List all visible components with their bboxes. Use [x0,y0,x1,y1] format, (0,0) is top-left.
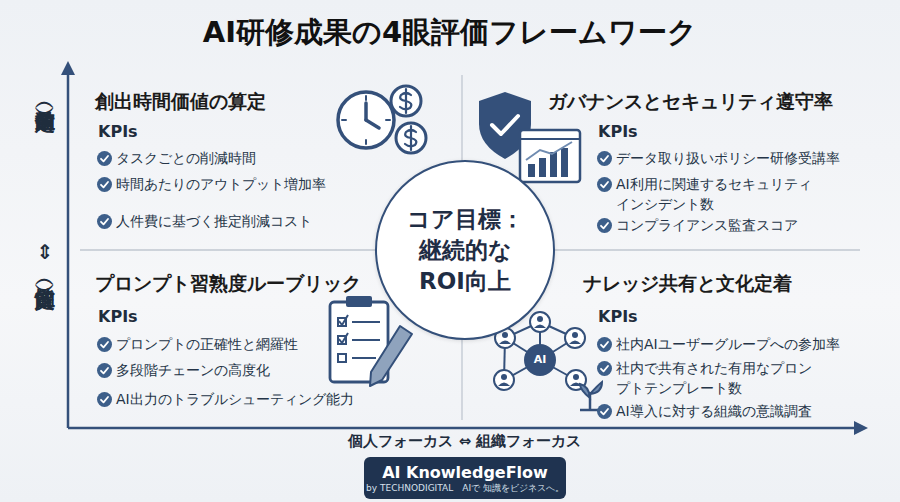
kpi-bullet: プロンプトの正確性と網羅性 [116,334,376,354]
quadrant-dividers [80,75,860,420]
kpi-bullet: データ取り扱いポリシー研修受講率 [616,148,856,168]
quadrant-heading: ナレッジ共有と文化定着 [583,272,792,294]
brand-tagline: by TECHNODIGITAL AIで 知識をビジネスへ。 [366,482,564,494]
kpi-label: KPIs [598,122,638,142]
check-icon [97,151,112,166]
icon-text: AI [526,353,554,367]
kpi-bullet: 社内で共有された有用なプロン プトテンプレート数 [616,358,821,398]
quadrant-heading: プロンプト習熟度ルーブリック [95,272,361,294]
kpi-bullet: AI利用に関連するセキュリティ インシデント数 [616,174,821,214]
kpi-bullet: 人件費に基づく推定削減コスト [116,211,376,231]
check-icon [597,177,612,192]
check-icon [97,337,112,352]
axes [61,61,868,435]
kpi-label: KPIs [98,307,138,327]
check-icon [97,392,112,407]
kpi-bullet: 時間あたりのアウトプット増加率 [116,174,376,194]
kpi-bullet: AI出力のトラブルシューティング能力 [116,389,376,409]
kpi-label: KPIs [598,307,638,327]
check-icon [597,218,612,233]
kpi-bullet: コンプライアンス監査スコア [616,215,856,235]
kpi-bullet: 多段階チェーンの高度化 [116,360,376,380]
axis-label: 個人フォーカス ⇔ 組織フォーカス [250,431,680,451]
check-icon [597,337,612,352]
core-goal-circle: コア目標： 継続的な ROI向上 [375,160,555,340]
kpi-bullet: タスクごとの削減時間 [116,148,376,168]
check-icon [97,214,112,229]
kpi-label: KPIs [98,122,138,142]
quadrant-heading: ガバナンスとセキュリティ遵守率 [548,90,833,112]
check-icon [97,363,112,378]
quadrant-heading: 創出時間価値の算定 [95,90,266,112]
check-icon [597,404,612,419]
check-icon [597,151,612,166]
check-icon [97,177,112,192]
diagram-title: AI研修成果の4眼評価フレームワーク [0,14,900,50]
kpi-bullet: AI導入に対する組織の意識調査 [616,401,856,421]
axis-arrow-symbol: ⇕ [33,240,57,264]
kpi-bullet: 社内AIユーザーグループへの参加率 [616,334,856,354]
core-goal-text: コア目標： 継続的な ROI向上 [400,204,530,297]
clock-coins-icon [338,86,426,153]
check-icon [597,361,612,376]
brand-badge: AI KnowledgeFlowby TECHNODIGITAL AIで 知識を… [364,457,566,499]
brand-name: AI KnowledgeFlow [382,463,548,482]
